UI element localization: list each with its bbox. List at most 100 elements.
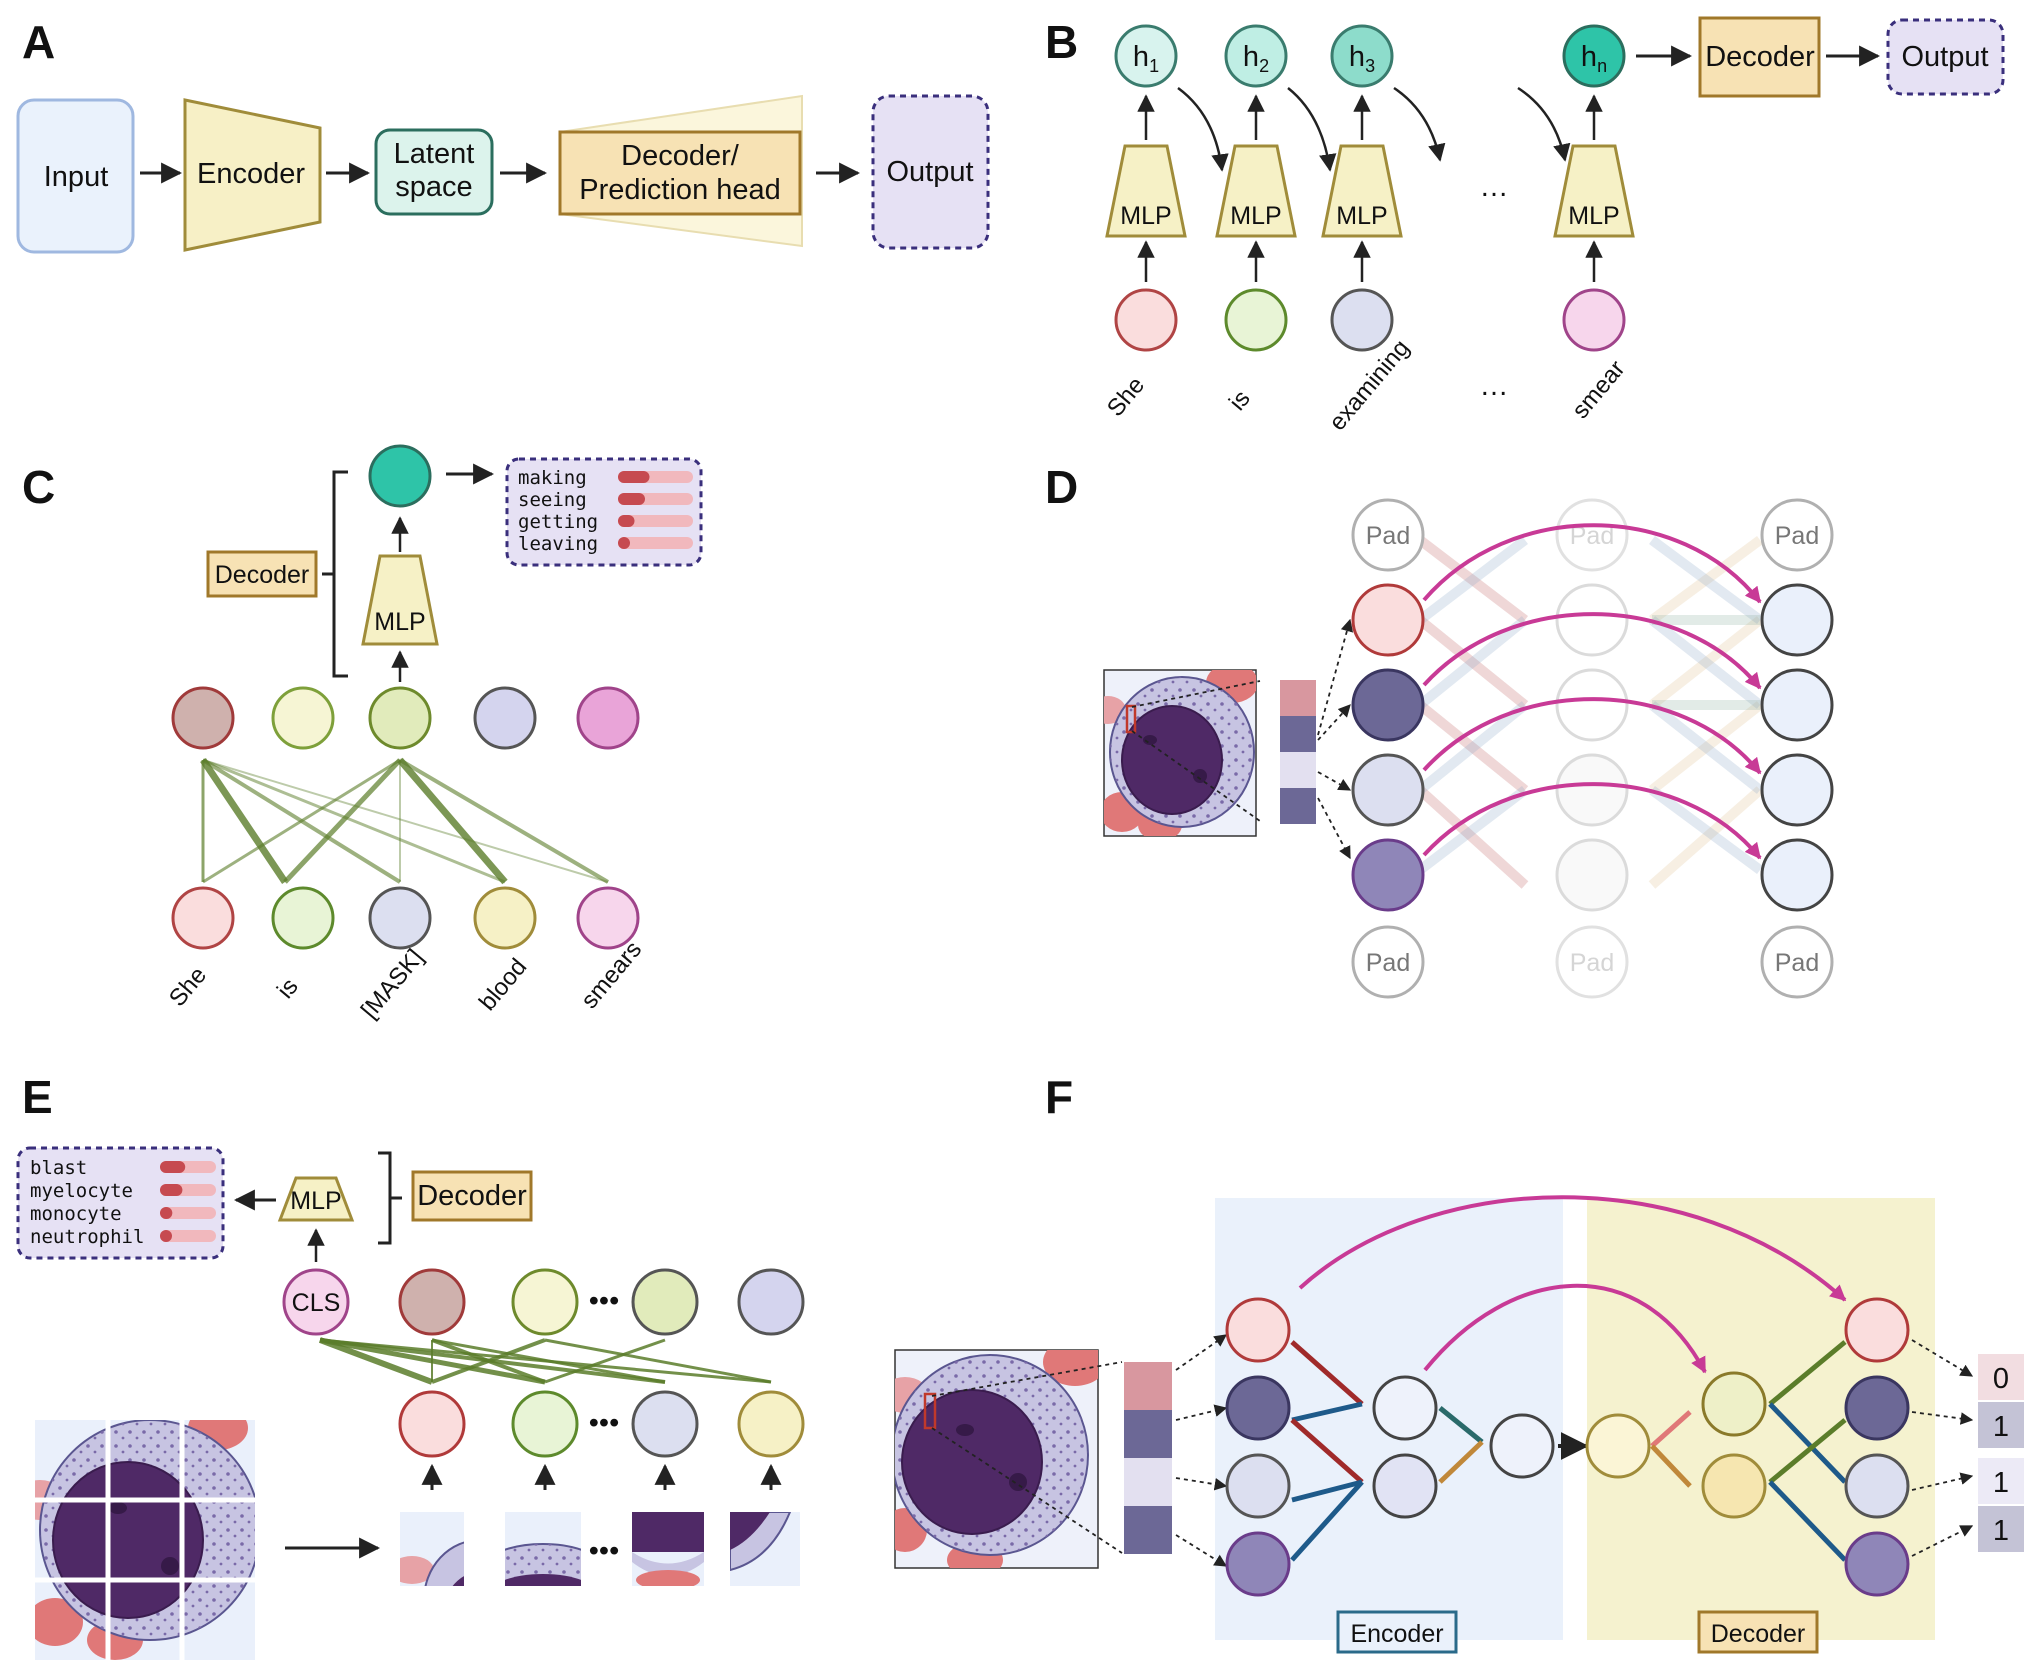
prediction-c-bar-track-4	[618, 537, 693, 549]
hidden-d-2-3	[1555, 753, 1629, 827]
output-value-f-4-label: 1	[1993, 1515, 2009, 1547]
output-value-f-2-label: 1	[1993, 1411, 2009, 1443]
patch-f-2	[1124, 1410, 1172, 1458]
input-label: Input	[44, 161, 109, 193]
class-e-bar-track-3	[160, 1207, 216, 1219]
patch-token-e-1	[398, 1390, 466, 1458]
word-she-c: She	[164, 962, 212, 1012]
cell-image-f	[894, 1349, 1099, 1569]
token-she-c	[171, 886, 235, 950]
skip-connections-d	[1422, 523, 1762, 860]
mlp-b-1: MLP	[1105, 144, 1187, 238]
decoder-box-c	[206, 550, 318, 598]
output-box-a	[871, 94, 990, 250]
hidden-state-n-label: hn	[1581, 41, 1607, 76]
prediction-c-label-2: seeing	[518, 489, 587, 511]
decoder-hidden-f-2	[1701, 1453, 1767, 1519]
input-box	[16, 98, 135, 254]
hidden-state-2-label: h2	[1243, 41, 1269, 76]
hidden-d-2-1	[1555, 583, 1629, 657]
context-e-1	[398, 1268, 466, 1336]
encoder-connections-f	[1290, 1340, 1484, 1562]
word-blood-c: blood	[474, 954, 532, 1016]
output-value-f-1-label: 0	[1993, 1363, 2009, 1395]
decoder-box-b	[1698, 16, 1821, 98]
ellipsis-e-mid: •••	[589, 1407, 619, 1439]
patch-token-e-2	[511, 1390, 579, 1458]
prediction-c-bar-track-3	[618, 515, 693, 527]
context-smears-c	[576, 686, 640, 750]
decoder-prediction-box	[558, 130, 802, 216]
ellipsis-mlp-b: …	[1480, 171, 1509, 203]
prediction-c-bar-4	[618, 537, 630, 549]
encoder-input-f-4	[1225, 1531, 1291, 1597]
class-e-bar-track-4	[160, 1230, 216, 1242]
token-d-1-3	[1351, 753, 1425, 827]
word-mask-c: [MASK]	[356, 944, 429, 1024]
input-embedding-she	[1114, 288, 1178, 352]
context-e-2	[511, 1268, 579, 1336]
cls-token-e	[282, 1268, 350, 1336]
connections-d	[1416, 535, 1764, 889]
hidden-d-2-2	[1555, 668, 1629, 742]
encoder-label-f: Encoder	[1350, 1620, 1443, 1648]
decoder-output-f-2	[1844, 1375, 1910, 1441]
token-d-1-4	[1351, 838, 1425, 912]
encoder-hidden-f-1	[1372, 1375, 1438, 1441]
patch-d-4	[1280, 788, 1316, 824]
decoder-label-1: Decoder/	[621, 140, 740, 172]
pad-d-1-bottom	[1351, 925, 1425, 999]
output-label-b: Output	[1901, 41, 1988, 73]
hidden-state-2	[1224, 24, 1288, 88]
patch-f-4	[1124, 1506, 1172, 1554]
context-is-c	[271, 686, 335, 750]
latent-label-2: space	[395, 171, 472, 203]
latent-label-1: Latent	[394, 138, 475, 170]
panel-f: F	[894, 1071, 2024, 1654]
pad-d-3-top-label: Pad	[1775, 522, 1819, 550]
context-e-3	[631, 1268, 699, 1336]
decoder-label-box-f	[1697, 1610, 1819, 1654]
token-d-1-1	[1351, 583, 1425, 657]
cls-label-e: CLS	[292, 1289, 341, 1317]
decoder-label-e: Decoder	[417, 1180, 527, 1212]
output-d-3-3	[1760, 753, 1834, 827]
class-e-bar-4	[160, 1230, 172, 1242]
output-value-f-3-label: 1	[1993, 1467, 2009, 1499]
masked-prediction-c	[368, 444, 432, 508]
attention-lines-e	[318, 1337, 772, 1385]
panel-a: A Input Encoder Latent space Decoder/ Pr…	[16, 16, 990, 254]
class-e-bar-3	[160, 1207, 173, 1219]
token-is-c	[271, 886, 335, 950]
output-value-f-1	[1978, 1354, 2024, 1400]
class-e-bar-2	[160, 1184, 183, 1196]
output-box-b	[1886, 18, 2005, 96]
decoder-bracket-c	[322, 470, 348, 678]
pad-d-2-top	[1555, 498, 1629, 572]
panel-b: B h1 h2 h3 hn MLP MLP MLP MLP	[1045, 16, 2005, 436]
encoder-label: Encoder	[197, 158, 305, 190]
hidden-state-1-label: h1	[1133, 41, 1159, 76]
input-embedding-is	[1224, 288, 1288, 352]
decoder-bottleneck-f	[1585, 1413, 1651, 1479]
hidden-state-n	[1562, 24, 1626, 88]
pad-d-3-top	[1760, 498, 1834, 572]
gridded-cell-image-e	[35, 1420, 255, 1660]
prediction-c-label-1: making	[518, 467, 587, 489]
prediction-c-bar-3	[618, 515, 635, 527]
output-d-3-4	[1760, 838, 1834, 912]
latent-space-box	[374, 128, 494, 216]
decoder-label-2: Prediction head	[579, 174, 781, 206]
patch-images-e	[400, 1512, 800, 1586]
mlp-b-3: MLP	[1321, 144, 1403, 238]
context-blood-c	[473, 686, 537, 750]
context-mask-c	[368, 686, 432, 750]
panel-b-letter: B	[1045, 16, 1078, 68]
encoder-input-f-1	[1225, 1297, 1291, 1363]
patch-token-e-4	[737, 1390, 805, 1458]
patch-f-3	[1124, 1458, 1172, 1506]
output-d-3-1	[1760, 583, 1834, 657]
